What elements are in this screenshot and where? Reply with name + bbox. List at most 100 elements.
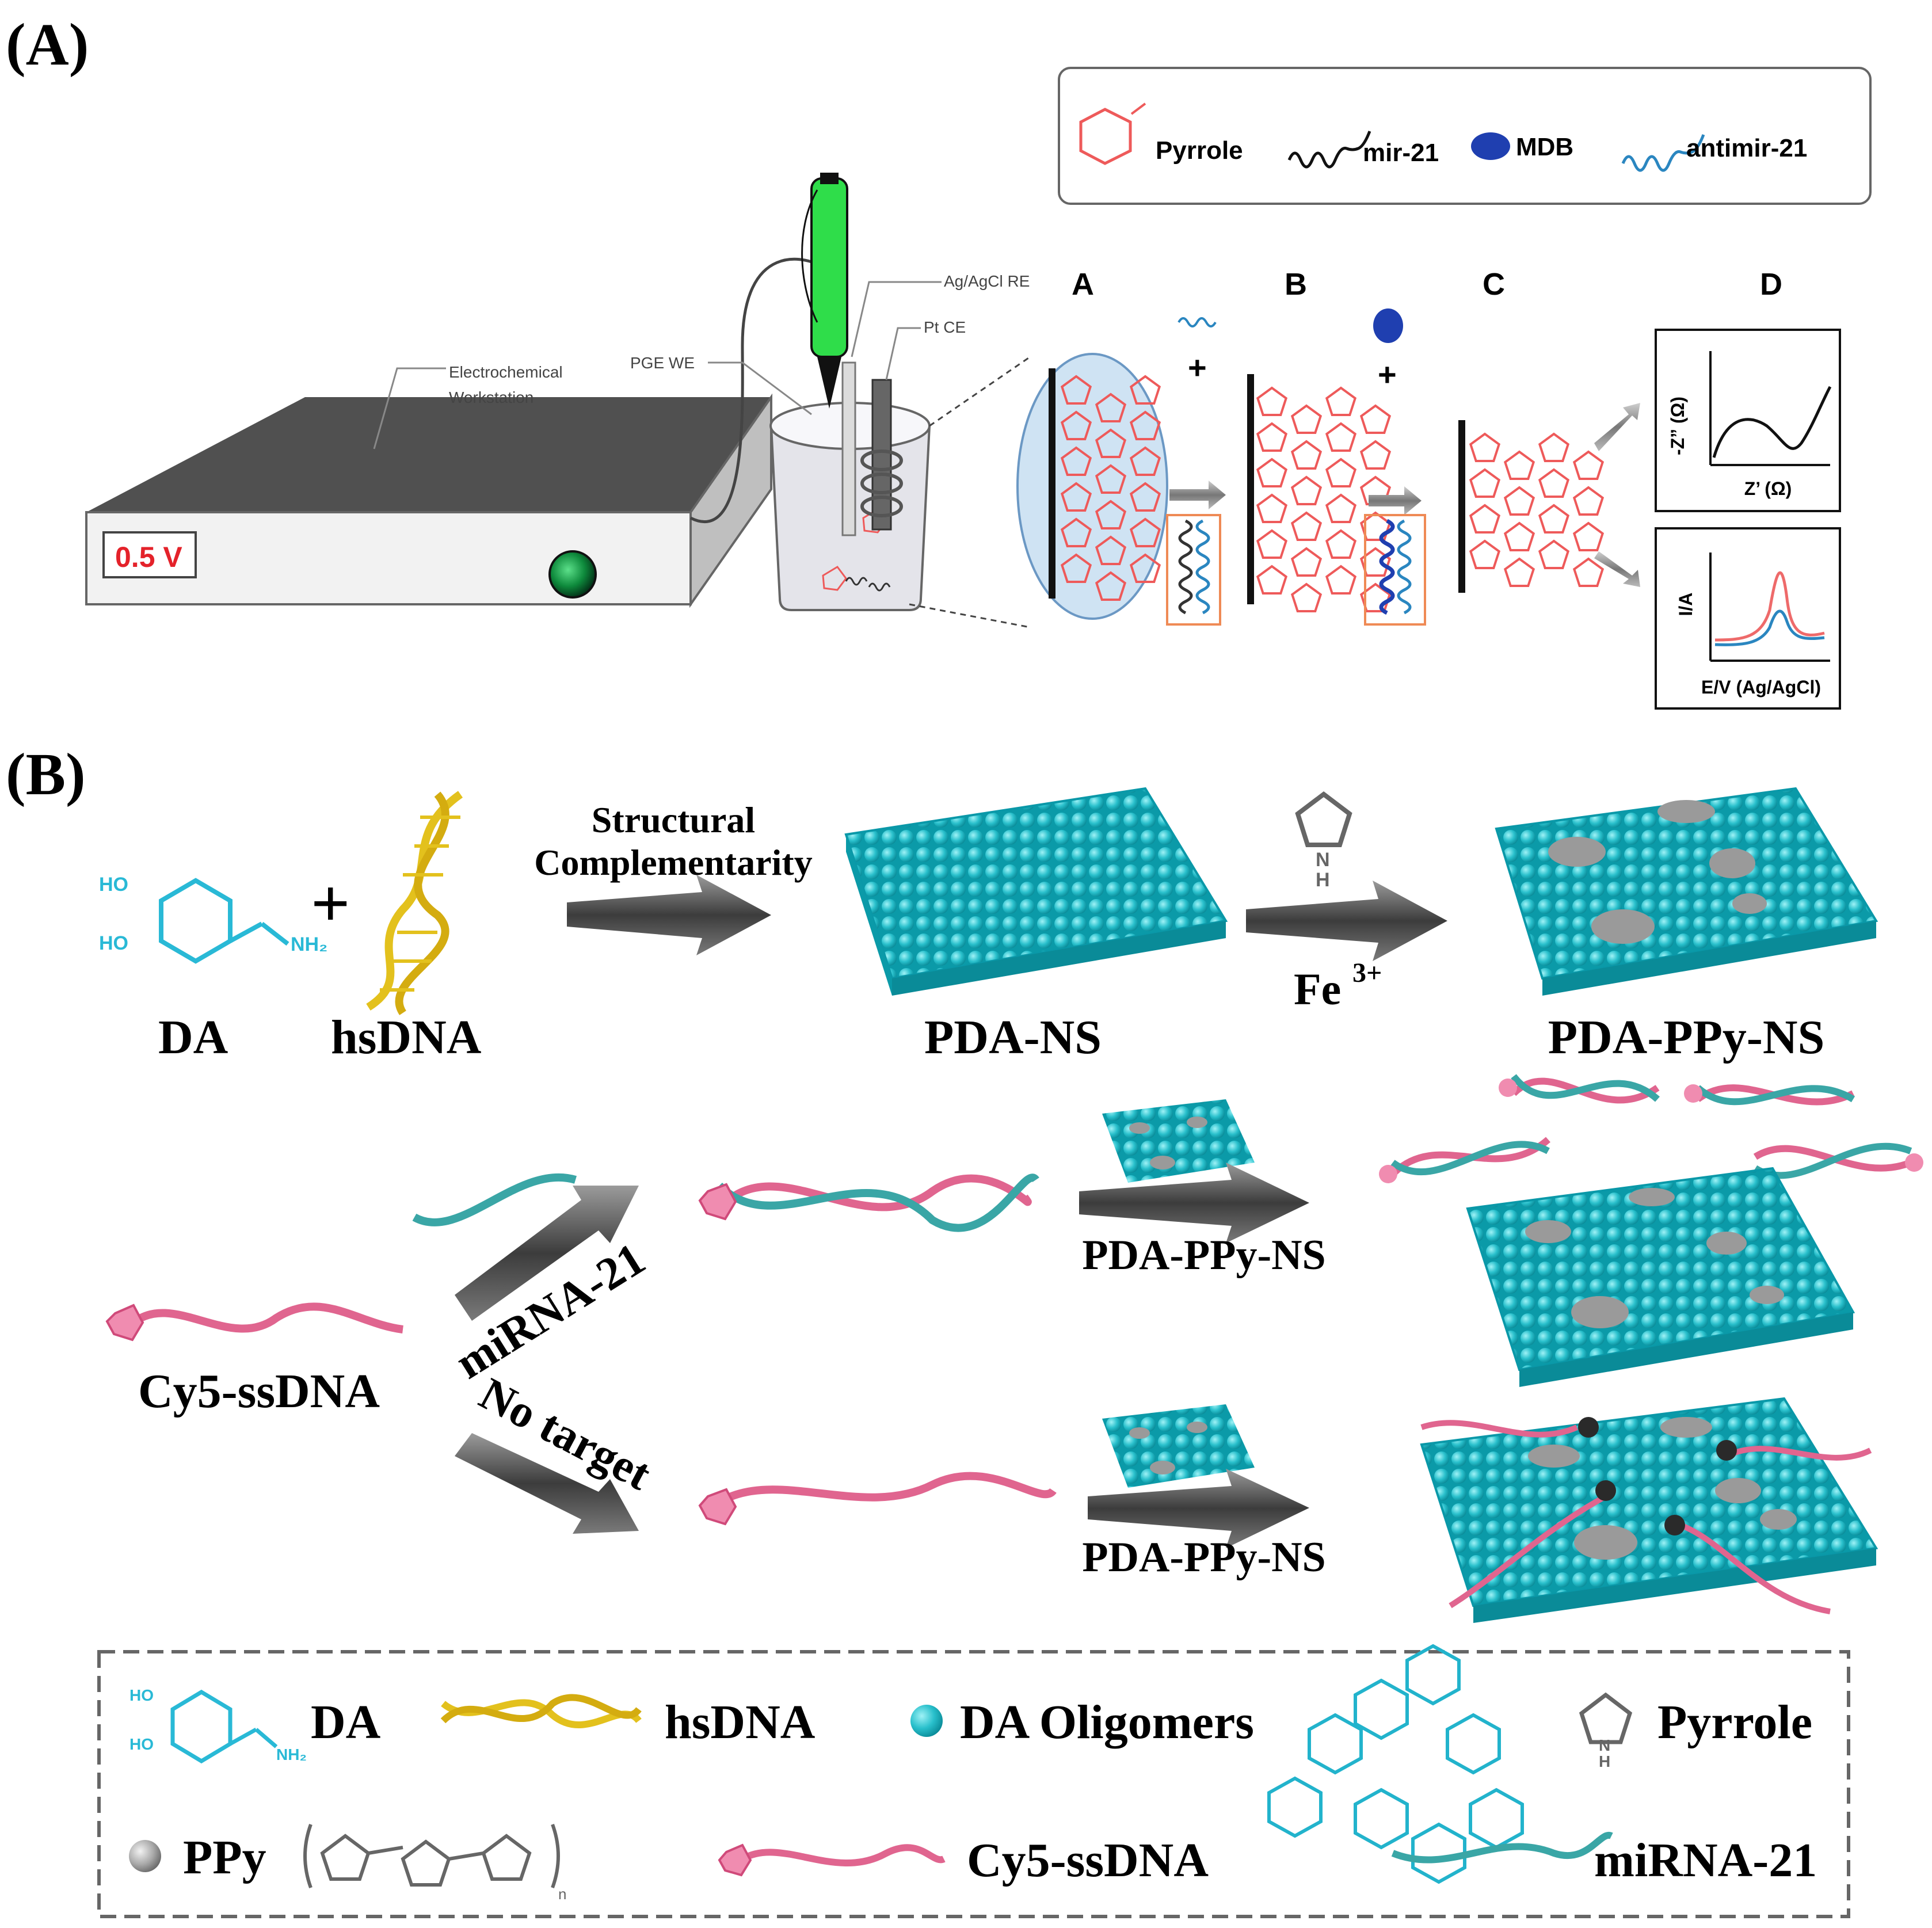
pencil-graphite-electrode [801,173,848,409]
svg-text:N: N [1316,849,1330,871]
pda-ns-label: PDA-NS [924,1011,1102,1064]
pyrrole-ring-icon [1325,422,1357,452]
pyrrole-ring-icon [1129,410,1161,440]
pyrrole-ring-icon [1503,521,1535,551]
pyrrole-ring-icon [1572,450,1605,480]
pyrrole-ring-icon [1538,504,1570,534]
pda-ppy-ns-lower-label: PDA-PPy-NS [1082,1534,1325,1581]
hsdna-label: hsDNA [331,1011,482,1064]
hsdna-helix-icon [366,791,463,1015]
mini-pda-ppy-sheet-upper [1102,1099,1255,1183]
arrow-lower-to-result [1088,1469,1309,1548]
step-a-electrode-surface [1016,353,1168,620]
pyrrole-ring-icon [1095,393,1127,422]
legend-pyrrole-icon [1579,1692,1633,1744]
power-knob-icon [548,550,597,599]
mini-pda-ppy-sheet-lower [1102,1404,1255,1488]
arrow1-label-line1: Structural [592,799,755,840]
legend-mirna21: miRNA-21 [1594,1834,1817,1887]
pyrrole-ring-icon [1095,464,1127,494]
impedance-plot: -Z” (Ω) Z’ (Ω) [1655,329,1841,512]
svg-text:HO: HO [99,932,128,954]
voltage-display-text: 0.5 V [115,541,182,573]
pyrrole-ring-icon [1060,410,1092,440]
legend-pyrrole: Pyrrole [1156,136,1243,165]
duplex-box-b [1364,514,1426,626]
pyrrole-ring-icon [1359,440,1392,470]
legend-da-oligomer-icon [910,1705,943,1737]
impedance-curve [1712,386,1832,458]
pyrrole-ring-icon [1325,458,1357,487]
ppy-subscript-n: n [558,1885,566,1903]
pda-ppy-ns-upper-label: PDA-PPy-NS [1082,1232,1325,1279]
panel-a-legend: Pyrrole mir-21 MDB antimir-21 [1058,67,1872,205]
arrow-with-mirna [455,1186,639,1321]
svg-text:H: H [1316,869,1330,891]
mirna-strand-icon [412,1173,577,1226]
svg-text:HO: HO [99,874,128,896]
plus-da-hsdna: + [311,865,350,942]
svg-text:NH₂: NH₂ [276,1746,307,1763]
step-c-label: C [1483,267,1505,302]
arrow-b-to-c [1369,486,1422,515]
pda-ppy-ns-label: PDA-PPy-NS [1548,1011,1825,1064]
workstation-label-line2: Workstation [449,388,534,406]
cy5-ssdna-lower [698,1472,1057,1526]
pyrrole-ring-icon [1325,386,1357,416]
pyrrole-ring-icon [1256,493,1288,523]
antimir21-strand-icon [1621,134,1705,172]
arrow-no-target [455,1433,639,1534]
pyrrole-ring-icon [1503,450,1535,480]
pyrrole-ring-icon [1503,486,1535,516]
pyrrole-ring-icon [1095,571,1127,601]
pyrrole-ring-icon [1256,458,1288,487]
legend-da-molecule-icon [170,1689,278,1764]
legend-pyrrole-b: Pyrrole [1657,1695,1812,1749]
workstation-label-line1: Electrochemical [449,363,563,381]
arrow-structural-complementarity [567,875,771,955]
pda-ppy-ns-sheet [1495,787,1878,996]
pyrrole-ring-icon [1060,553,1092,583]
pyrrole-ring-icon [1256,422,1288,452]
step-b-electrode-surface [1247,374,1392,612]
mdb-icon [1471,132,1510,160]
plus-b-c: + [1378,356,1397,393]
da-oligomer-structure-icon [1267,1644,1524,1884]
pyrrole-ring-icon [1060,375,1092,405]
pyrrole-ring-icon [1290,582,1323,612]
lower-result-quenched [1420,1397,1878,1623]
pyrrole-ring-icon [1325,493,1357,523]
svg-text:NH₂: NH₂ [291,933,327,955]
pyrrole-ring-icon [1290,404,1323,434]
legend-ppy: PPy [183,1831,266,1884]
counter-electrode-label: Pt CE [924,318,966,336]
pyrrole-ring-icon [1572,521,1605,551]
legend-da-oligomers: DA Oligomers [960,1695,1254,1749]
antimir-strand-icon [1178,317,1217,327]
voltammetry-curve-blue [1714,609,1825,646]
pyrrole-ring-icon [1325,565,1357,595]
pyrrole-ring-icon [1503,557,1535,587]
cy5-mirna-duplex [698,1173,1039,1232]
pyrrole-ring-icon [1129,517,1161,547]
pyrrole-ring-icon [1538,432,1570,462]
panel-a-label: (A) [6,12,89,78]
mdb-molecule-icon [1373,308,1403,343]
arrow-a-to-b [1169,481,1226,509]
pyrrole-ring-icon [1256,386,1288,416]
pyrrole-ring-icon [1095,500,1127,529]
voltage-display [102,531,197,578]
da-label: DA [158,1011,228,1064]
pyrrole-ring-icon [1129,553,1161,583]
pyrrole-ring-icon [1129,375,1161,405]
cy5-ssdna-strand [105,1302,403,1342]
pyrrole-ring-icon [1572,557,1605,587]
pyrrole-molecule-icon [1295,791,1352,847]
pyrrole-ring-icon [1325,529,1357,559]
pyrrole-ring-icon [1469,468,1501,498]
cy5-dye-icon [105,1304,144,1342]
pyrrole-icon [1079,102,1146,165]
pyrrole-ring-icon [1469,539,1501,569]
pyrrole-ring-icon [1256,565,1288,595]
pyrrole-ring-icon [1538,539,1570,569]
